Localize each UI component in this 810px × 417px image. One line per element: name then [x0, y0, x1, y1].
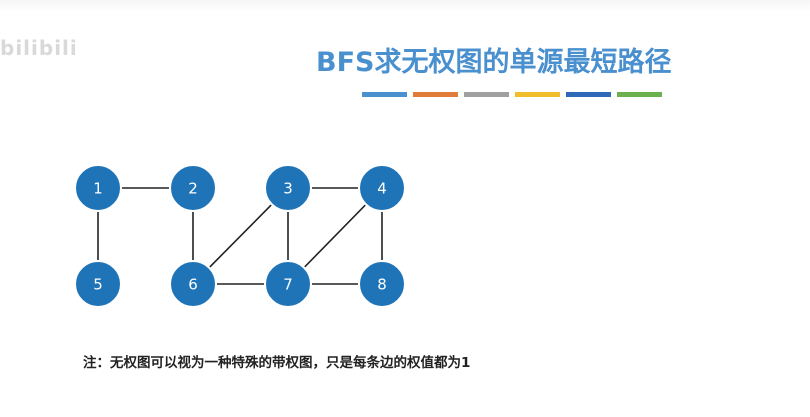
node-label-1: 1	[93, 180, 103, 198]
node-circle-7	[264, 260, 312, 308]
node-5: 5	[74, 260, 122, 308]
graph-nodes: 1 2 3 4 5 6 7 8	[74, 164, 406, 308]
node-circle-1	[74, 164, 122, 212]
node-8: 8	[358, 260, 406, 308]
node-label-3: 3	[283, 180, 293, 198]
node-7: 7	[264, 260, 312, 308]
node-label-6: 6	[188, 276, 198, 294]
color-bar-segment-5	[566, 92, 611, 97]
node-3: 3	[264, 164, 312, 212]
node-circle-4	[358, 164, 406, 212]
color-bar-segment-3	[464, 92, 509, 97]
color-bar-segment-4	[515, 92, 560, 97]
slide-title: BFS求无权图的单源最短路径	[316, 47, 672, 78]
node-circle-5	[74, 260, 122, 308]
node-circle-6	[169, 260, 217, 308]
node-label-8: 8	[377, 276, 387, 294]
node-circle-3	[264, 164, 312, 212]
node-label-7: 7	[283, 276, 293, 294]
color-bar-segment-2	[413, 92, 458, 97]
bilibili-watermark: bilibili	[0, 36, 78, 60]
color-bar-segment-6	[617, 92, 662, 97]
color-bar-segment-1	[362, 92, 407, 97]
node-2: 2	[169, 164, 217, 212]
node-6: 6	[169, 260, 217, 308]
node-label-4: 4	[377, 180, 387, 198]
node-label-2: 2	[188, 180, 198, 198]
node-circle-8	[358, 260, 406, 308]
node-4: 4	[358, 164, 406, 212]
note-text: 注：无权图可以视为一种特殊的带权图，只是每条边的权值都为1	[83, 355, 471, 371]
node-label-5: 5	[93, 276, 103, 294]
title-color-bar	[362, 92, 662, 97]
node-1: 1	[74, 164, 122, 212]
graph-edges	[97, 187, 383, 285]
node-circle-2	[169, 164, 217, 212]
